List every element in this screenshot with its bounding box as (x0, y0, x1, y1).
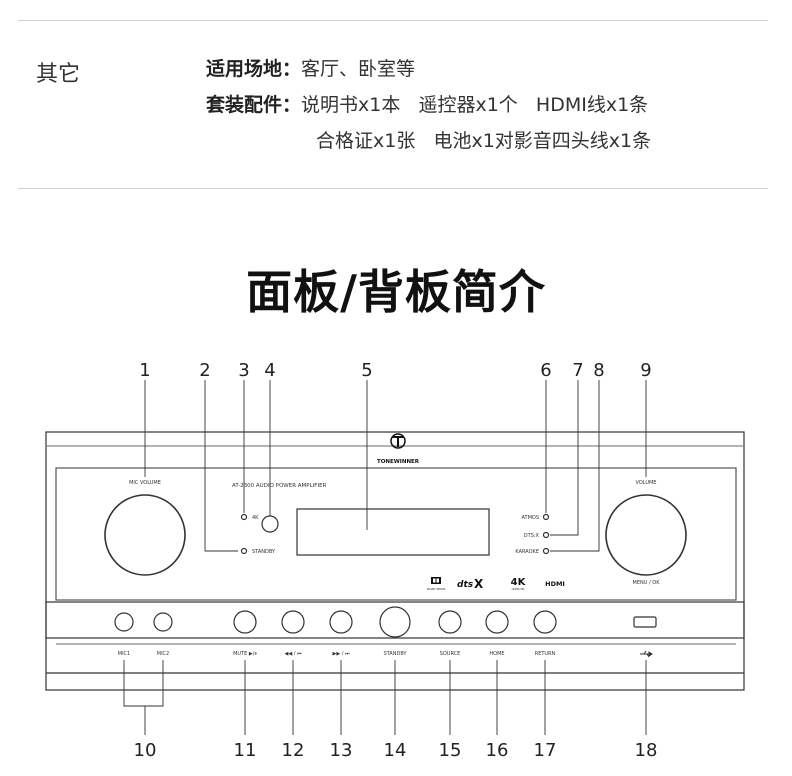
mic1-jack[interactable] (114, 612, 134, 632)
package-row: 套装配件：说明书x1本 遥控器x1个 HDMI线x1条 (206, 90, 648, 117)
next-label: ▶▶ / ⏭ (332, 651, 350, 657)
volume-label: VOLUME (636, 480, 657, 486)
prev-button[interactable] (281, 610, 305, 634)
amplifier-panel-diagram: TONEWINNER MIC VOLUME VOLUME MENU / OK A… (45, 360, 745, 761)
standby-label: STANDBY (383, 651, 407, 657)
standby-button[interactable] (379, 606, 411, 638)
return-button[interactable] (533, 610, 557, 634)
callout-18: 18 (635, 740, 658, 761)
mic2-label: MIC2 (157, 651, 169, 657)
venue-key: 适用场地： (206, 58, 302, 80)
svg-text:DOLBY ATMOS: DOLBY ATMOS (427, 587, 446, 591)
indicator-atmos-label: ATMOS (521, 515, 539, 521)
callout-3: 3 (238, 360, 249, 381)
return-label: RETURN (535, 651, 556, 657)
model-label: AT-2300 AUDIO POWER AMPLIFIER (232, 483, 327, 489)
prev-label: ◀◀ / ⏮ (284, 651, 302, 657)
leader-2 (204, 380, 238, 552)
callout-11: 11 (234, 740, 257, 761)
indicator-standby-label: STANDBY (252, 549, 276, 555)
section-divider (18, 188, 768, 189)
callout-12: 12 (282, 740, 305, 761)
led-standby (240, 547, 248, 555)
usb-icon (640, 650, 653, 658)
home-label: HOME (489, 651, 504, 657)
venue-value: 客厅、卧室等 (301, 58, 416, 80)
menu-ok-label: MENU / OK (633, 580, 661, 586)
brand-logo (390, 433, 406, 449)
indicator-4k-label: 4K (252, 515, 259, 521)
source-button[interactable] (438, 610, 462, 634)
venue-row: 适用场地：客厅、卧室等 (206, 54, 415, 81)
faceplate-upper (55, 467, 737, 601)
led-karaoke (542, 547, 550, 555)
mic-volume-knob[interactable] (104, 494, 186, 576)
callout-17: 17 (534, 740, 557, 761)
callout-14: 14 (384, 740, 407, 761)
callout-2: 2 (199, 360, 210, 381)
callout-9: 9 (640, 360, 651, 381)
svg-text:ULTRA HD: ULTRA HD (512, 587, 525, 591)
home-button[interactable] (485, 610, 509, 634)
led-4k (240, 513, 248, 521)
usb-port[interactable] (633, 616, 657, 628)
hdmi-logo: HDMI (545, 580, 565, 588)
top-divider (18, 20, 768, 21)
callout-10: 10 (134, 740, 157, 761)
callout-4: 4 (264, 360, 275, 381)
section-label: 其它 (36, 62, 81, 87)
package-line-1: 说明书x1本 遥控器x1个 HDMI线x1条 (301, 94, 649, 116)
leader-10 (123, 660, 164, 707)
callout-1: 1 (139, 360, 150, 381)
dts-logo: dts X (457, 577, 484, 591)
callout-6: 6 (540, 360, 551, 381)
ir-receiver (261, 515, 279, 533)
mute-button[interactable] (233, 610, 257, 634)
mic1-label: MIC1 (118, 651, 130, 657)
package-key: 套装配件： (206, 94, 302, 116)
next-button[interactable] (329, 610, 353, 634)
mic2-jack[interactable] (153, 612, 173, 632)
callout-8: 8 (593, 360, 604, 381)
page-title: 面板/背板简介 (246, 265, 546, 319)
mute-label: MUTE ▶/⏸ (233, 651, 257, 657)
callout-15: 15 (439, 740, 462, 761)
leader-7 (550, 380, 579, 536)
led-atmos (542, 513, 550, 521)
callout-7: 7 (572, 360, 583, 381)
volume-knob[interactable] (605, 494, 687, 576)
callout-5: 5 (361, 360, 372, 381)
package-row-2: 合格证x1张 电池x1对影音四头线x1条 (316, 126, 651, 153)
dolby-logo: DOLBY ATMOS (427, 577, 446, 591)
dts-logo-text: dts (457, 580, 474, 590)
led-dtsx (542, 531, 550, 539)
display-window (296, 508, 490, 556)
leader-8 (550, 380, 600, 552)
4k-logo: 4K ULTRA HD (511, 577, 527, 591)
callout-13: 13 (330, 740, 353, 761)
button-strip (45, 601, 745, 639)
dts-logo-x: X (474, 577, 484, 591)
svg-text:4K: 4K (511, 577, 527, 588)
indicator-karaoke-label: KARAOKE (515, 549, 539, 555)
indicator-dtsx-label: DTS:X (524, 533, 540, 539)
package-line-2: 合格证x1张 电池x1对影音四头线x1条 (316, 130, 652, 152)
mic-volume-label: MIC VOLUME (129, 480, 161, 486)
callout-16: 16 (486, 740, 509, 761)
source-label: SOURCE (440, 651, 461, 657)
brand-name: TONEWINNER (377, 459, 420, 465)
